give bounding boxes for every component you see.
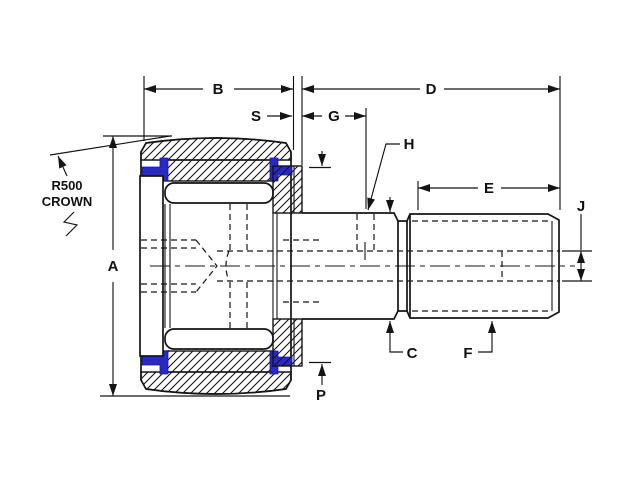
flange-section-top [272, 165, 303, 214]
needle-roller-bottom [164, 328, 274, 350]
crown-extension-line [49, 135, 171, 156]
dim-label-E: E [484, 180, 494, 197]
dim-label-C: C [407, 345, 418, 362]
ring-section-bottom [140, 371, 292, 395]
crown-note-line1: R500 [51, 178, 82, 193]
dim-label-D: D [426, 81, 437, 98]
dim-label-G: G [328, 108, 340, 125]
dim-F-leader [478, 321, 496, 353]
stud-top-profile [302, 212, 560, 320]
dim-label-A: A [108, 258, 119, 275]
dimensions: A B S G D E H P [42, 76, 592, 404]
ring-section-top [140, 137, 292, 161]
crown-squiggle [62, 211, 79, 237]
dim-label-J: J [577, 198, 585, 215]
dim-label-B: B [213, 81, 224, 98]
dim-label-P: P [316, 387, 326, 404]
dim-label-F: F [463, 345, 472, 362]
dim-C-leader [386, 321, 403, 353]
dim-label-H: H [404, 136, 415, 153]
drill-point-cone [195, 239, 218, 293]
hidden-lube-passages [141, 204, 575, 328]
ring-section-bottom-inner [162, 350, 274, 373]
ring-section-top-inner [162, 159, 274, 182]
crown-note-line2: CROWN [42, 194, 93, 209]
dim-H-leader [367, 143, 400, 211]
flange-section-bottom [272, 318, 303, 367]
crown-leader-arrow [57, 155, 68, 177]
needle-roller-top [164, 182, 274, 204]
dim-label-S: S [251, 108, 261, 125]
